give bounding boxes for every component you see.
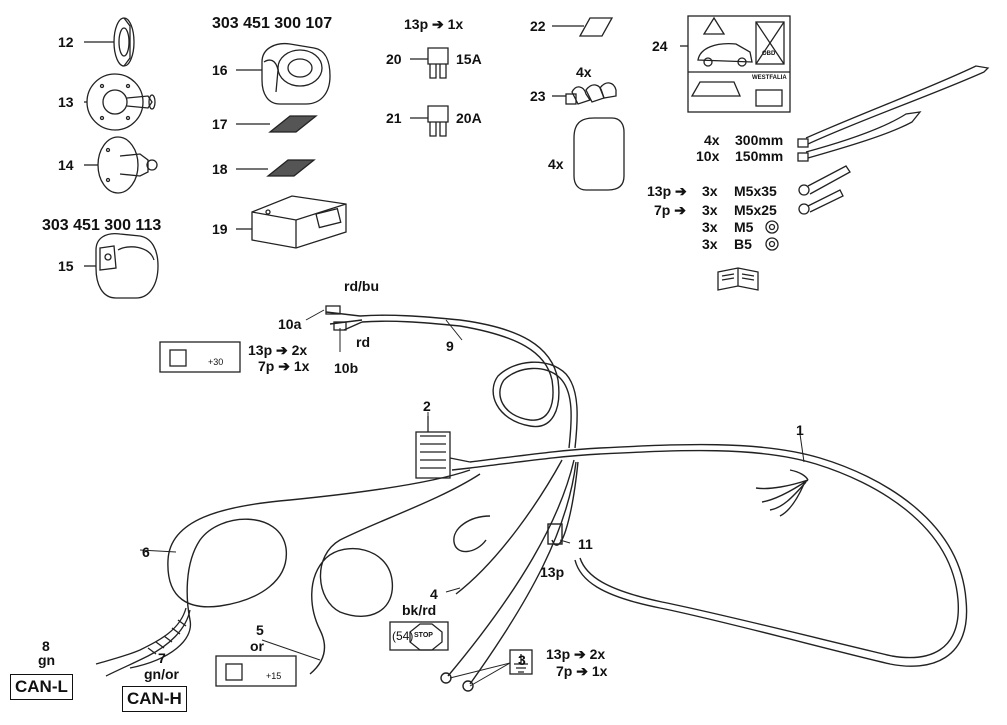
can-l-box: CAN-L	[10, 674, 73, 700]
socket-16	[236, 42, 331, 105]
connector-2	[415, 416, 451, 479]
part-label-11: 11	[578, 536, 593, 552]
part-label-5: 5	[256, 622, 264, 638]
manual-book-icon	[717, 267, 759, 291]
tie1-size: 300mm	[735, 132, 784, 148]
wire-gnor-label: gn/or	[144, 666, 179, 682]
washer-b5	[765, 237, 779, 251]
wire10-7p-label: 7p ➔ 1x	[258, 358, 310, 374]
screw2-variant: 7p ➔	[654, 202, 686, 218]
socket-15	[84, 232, 159, 299]
nut-m5	[765, 220, 779, 234]
part-label-16: 16	[212, 62, 228, 78]
battery-30-box	[159, 341, 241, 373]
adhesive-pad	[573, 117, 625, 191]
fuse-15a-label: 15A	[456, 51, 482, 67]
cover-plate-13	[84, 73, 156, 131]
ground-13p-label: 13p ➔ 2x	[546, 646, 606, 662]
adhesive-strip-22	[552, 17, 614, 37]
screw2-qty: 3x	[702, 202, 718, 218]
fuse-20a-label: 20A	[456, 110, 482, 126]
plate-with-seal-14	[84, 136, 158, 194]
part-label-23: 23	[530, 88, 546, 104]
ground-symbol-box	[509, 649, 533, 675]
twisted-can-pair	[95, 607, 191, 677]
nut-qty: 3x	[702, 219, 718, 235]
stop-sign-text: STOP	[414, 632, 433, 639]
article-number-113: 303 451 300 113	[42, 217, 162, 234]
plus30-label: +30	[208, 357, 224, 367]
part-label-21: 21	[386, 110, 402, 126]
screw-m5x35	[798, 165, 851, 196]
can-h-box: CAN-H	[122, 686, 187, 712]
fuse-qty-label: 13p ➔ 1x	[404, 16, 464, 32]
stop-sign-icon	[409, 623, 443, 651]
part-label-12: 12	[58, 34, 74, 50]
part-label-24: 24	[652, 38, 668, 54]
part-label-2: 2	[423, 398, 431, 414]
part-label-20: 20	[386, 51, 402, 67]
part-label-9: 9	[446, 338, 454, 354]
pad-qty-label: 4x	[548, 156, 564, 172]
part-label-22: 22	[530, 18, 546, 34]
foam-pad-17	[236, 115, 318, 133]
battery-15-box	[215, 655, 297, 687]
screw1-qty: 3x	[702, 183, 718, 199]
wire-rd-label: rd	[356, 334, 370, 350]
part-label-4: 4	[430, 586, 438, 602]
screw1-variant: 13p ➔	[647, 183, 687, 199]
connector-10a	[325, 305, 341, 315]
ground-icon	[514, 654, 528, 673]
part-label-3: 3	[518, 652, 526, 668]
clips-qty-label: 4x	[576, 64, 592, 80]
screw1-size: M5x35	[734, 183, 777, 199]
control-module-19	[236, 195, 347, 249]
fuse-20a-21	[410, 105, 449, 137]
ground-7p-label: 7p ➔ 1x	[556, 663, 608, 679]
foam-pad-18	[236, 159, 316, 177]
part-label-17: 17	[212, 116, 228, 132]
article-number-107: 303 451 300 107	[212, 15, 333, 32]
part-label-1: 1	[796, 422, 804, 438]
fuse-15a-20	[410, 47, 449, 79]
part-label-19: 19	[212, 221, 228, 237]
part-label-7: 7	[158, 650, 166, 666]
part-label-18: 18	[212, 161, 228, 177]
part-label-13: 13	[58, 94, 74, 110]
part-label-8: 8	[42, 638, 50, 654]
cable-tie-300mm	[797, 65, 990, 148]
washer-size: B5	[734, 236, 752, 252]
wire-gn-label: gn	[38, 652, 56, 668]
grommet-12	[84, 17, 135, 67]
plus15-label: +15	[266, 671, 282, 681]
label-sheet-24	[680, 15, 791, 113]
part-label-6: 6	[142, 544, 150, 560]
tie2-size: 150mm	[735, 148, 784, 164]
cable-clips-23	[552, 82, 617, 105]
wire10-13p-label: 13p ➔ 2x	[248, 342, 308, 358]
tie2-qty: 10x	[696, 148, 720, 164]
nut-size: M5	[734, 219, 754, 235]
cable-tie-150mm	[797, 111, 922, 162]
part-label-10a: 10a	[278, 316, 302, 332]
westfalia-text: WESTFALIA	[752, 75, 787, 81]
part-label-15: 15	[58, 258, 74, 274]
harness-cable	[129, 311, 968, 692]
wire11-13p-label: 13p	[540, 564, 565, 580]
screw2-size: M5x25	[734, 202, 777, 218]
washer-qty: 3x	[702, 236, 718, 252]
leader-lines	[139, 309, 805, 687]
wire-bkrd-label: bk/rd	[402, 602, 437, 618]
wire-rdbu-label: rd/bu	[344, 278, 379, 294]
battery-icon	[225, 663, 243, 681]
tie1-qty: 4x	[704, 132, 720, 148]
obd-text: OBD	[762, 51, 776, 57]
stop-number-label: (54)	[392, 629, 414, 643]
battery-icon	[169, 349, 187, 367]
part-label-10b: 10b	[334, 360, 359, 376]
part-label-14: 14	[58, 157, 74, 173]
screw-m5x25	[798, 189, 844, 215]
wire-or-label: or	[250, 638, 264, 654]
